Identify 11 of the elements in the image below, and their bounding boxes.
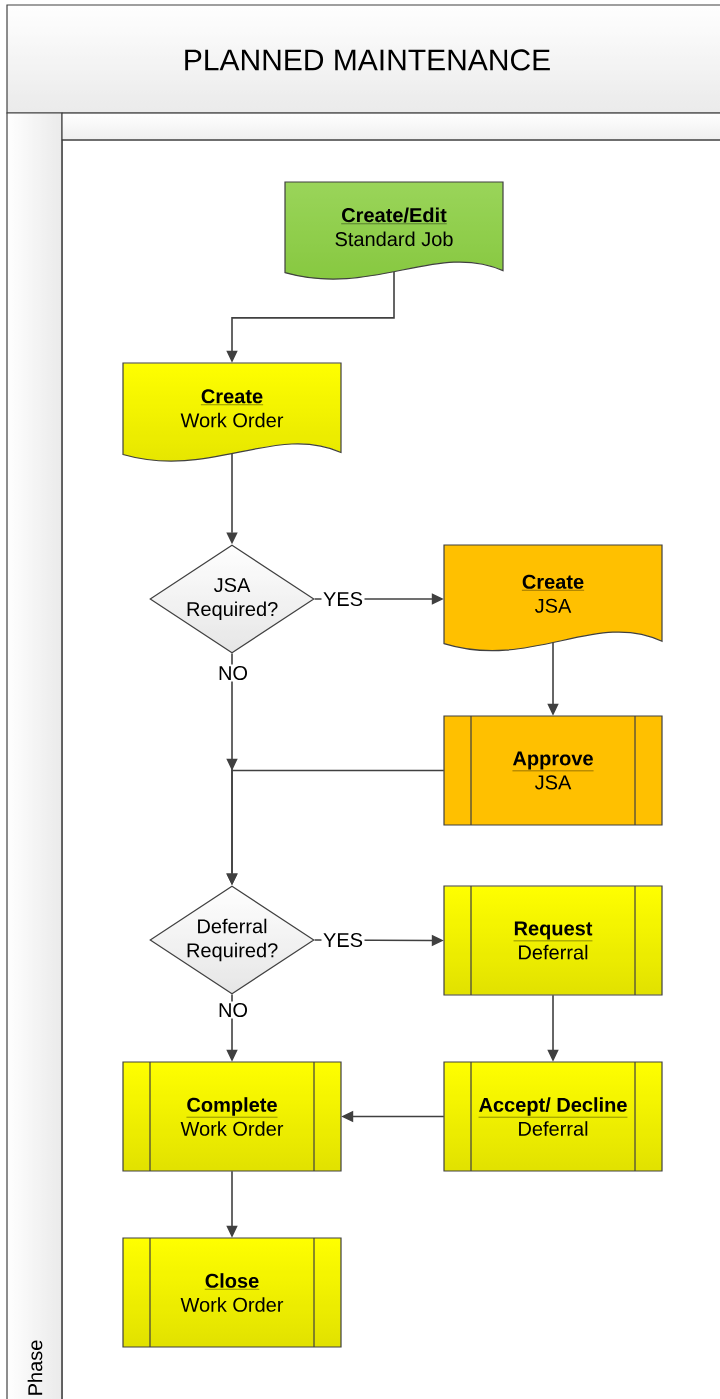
edge-label: YES — [321, 931, 365, 949]
edge-label: YES — [321, 590, 365, 608]
edge-label: NO — [216, 1001, 250, 1019]
process-box: Request Deferral — [443, 885, 663, 996]
lane-label: Phase — [27, 1340, 43, 1395]
edge-label: NO — [216, 664, 250, 682]
process-box: Close Work Order — [122, 1237, 342, 1348]
process-box: Approve JSA — [443, 715, 663, 826]
title: PLANNED MAINTENANCE — [185, 49, 550, 71]
process-box: Complete Work Order — [122, 1061, 342, 1172]
process-box: Accept/ Decline Deferral — [443, 1061, 663, 1172]
